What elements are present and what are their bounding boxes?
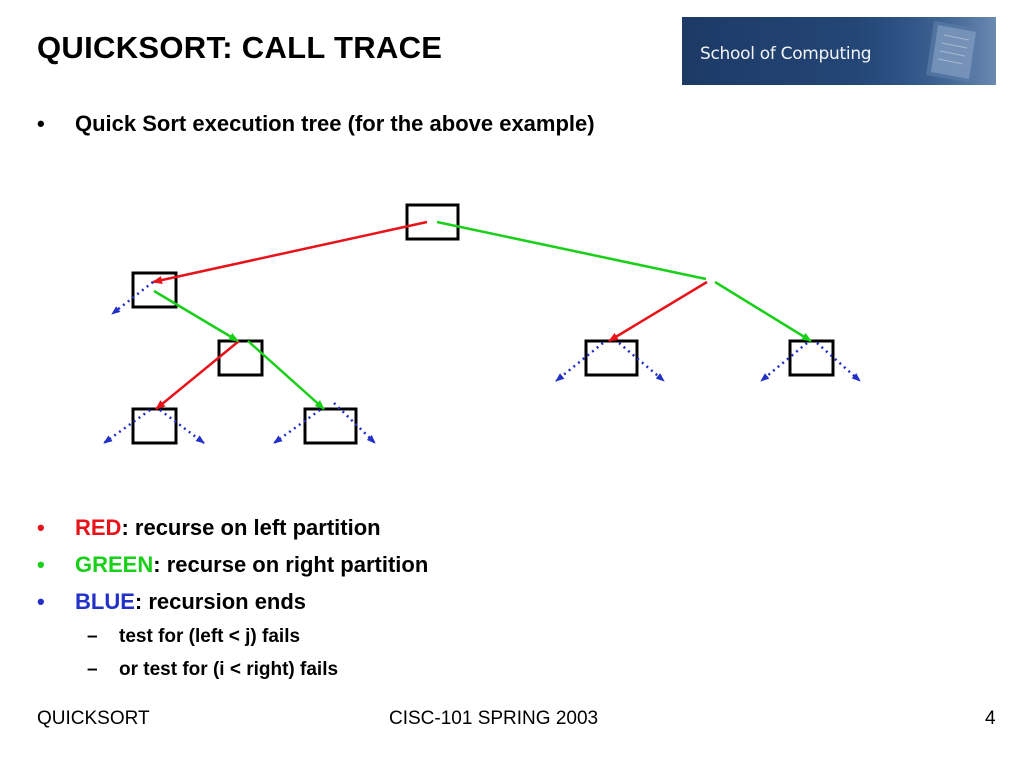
sub-dash: – [87, 626, 98, 647]
tree-node-rl [586, 341, 637, 375]
legend-green-key: GREEN [75, 552, 153, 577]
legend-red-desc: : recurse on left partition [121, 515, 380, 540]
edge-blue-lrl-right [160, 410, 204, 443]
legend-red-text: RED: recurse on left partition [75, 515, 381, 541]
footer-left: QUICKSORT [37, 708, 150, 730]
sub-text: test for (left < j) fails [119, 626, 300, 648]
sub-text: or test for (i < right) fails [119, 659, 338, 681]
edge-red-r-rl [609, 282, 707, 341]
tree-node-lrl [133, 409, 176, 443]
edge-green-r-rr [715, 282, 811, 341]
edge-red-root-l [153, 222, 427, 282]
tree-node-root [407, 205, 458, 239]
legend-red-key: RED [75, 515, 121, 540]
bullet-dot: • [37, 515, 45, 541]
sub-dash: – [87, 659, 98, 680]
legend-blue-desc: : recursion ends [135, 589, 306, 614]
subitem-left-test: – test for (left < j) fails [87, 626, 98, 648]
legend-blue-key: BLUE [75, 589, 135, 614]
page-number: 4 [985, 708, 996, 730]
edge-green-root-r [437, 222, 706, 279]
legend-green-text: GREEN: recurse on right partition [75, 552, 428, 578]
bullet-dot: • [37, 589, 45, 615]
edge-blue-lrl-left [104, 410, 150, 443]
legend-blue-text: BLUE: recursion ends [75, 589, 306, 615]
subitem-right-test: – or test for (i < right) fails [87, 659, 98, 681]
edge-green-l-lr [154, 291, 238, 341]
tree-node-rr [790, 341, 833, 375]
bullet-dot: • [37, 552, 45, 578]
tree-node-lrr [305, 409, 356, 443]
edge-blue-lrr-left [274, 410, 320, 443]
footer-center: CISC-101 SPRING 2003 [389, 708, 598, 730]
legend-green-desc: : recurse on right partition [153, 552, 428, 577]
